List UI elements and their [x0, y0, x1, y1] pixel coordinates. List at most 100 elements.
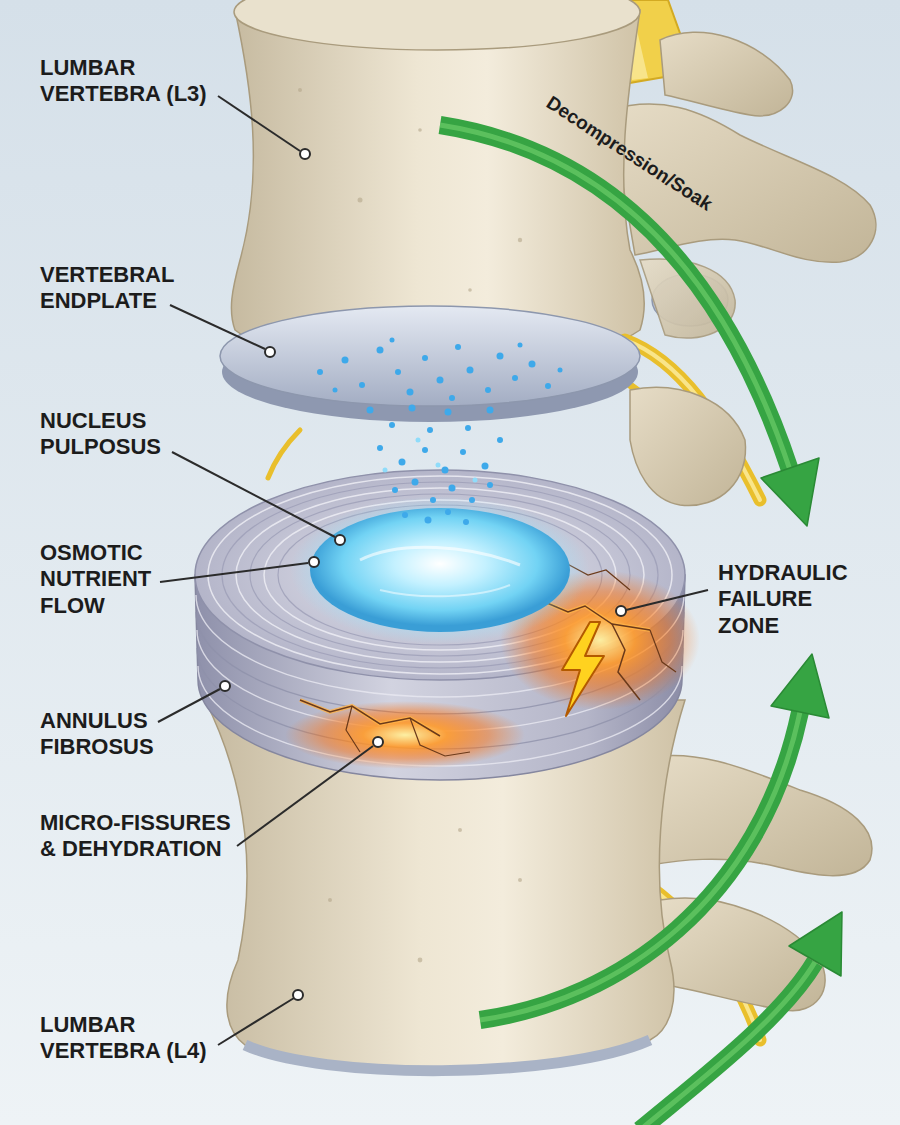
- l3-vertebral-body: [418, 128, 422, 132]
- nutrient-particles: [487, 407, 494, 414]
- nutrient-particles: [436, 463, 441, 468]
- nutrient-particles: [407, 389, 414, 396]
- facet-joint: [630, 387, 746, 505]
- leader-dots: [373, 737, 383, 747]
- micro-fissures: [612, 624, 640, 700]
- leader-dots: [335, 535, 345, 545]
- part-label: LUMBAR VERTEBRA (L4): [40, 1012, 230, 1065]
- leader-dots: [293, 990, 303, 1000]
- nutrient-particles: [383, 468, 388, 473]
- l4-vertebral-body: [518, 878, 522, 882]
- l3-vertebral-body: [358, 198, 363, 203]
- nutrient-particles: [333, 388, 338, 393]
- nucleus-pulposus: [380, 585, 510, 596]
- nutrient-particles: [342, 357, 349, 364]
- nutrient-particles: [482, 463, 489, 470]
- flow-arrows: [480, 712, 800, 1020]
- nutrient-particles: [529, 361, 536, 368]
- nutrient-particles: [430, 497, 436, 503]
- arrow-label: Decompression/Soak: [542, 92, 716, 216]
- nutrient-particles: [377, 445, 383, 451]
- leader-dots: [300, 149, 310, 159]
- lightning-symbol: [562, 622, 604, 716]
- leader-dots: [220, 149, 626, 1000]
- l3-vertebral-body: [518, 238, 522, 242]
- nutrient-particles: [399, 459, 406, 466]
- nutrient-particles: [487, 482, 493, 488]
- micro-fissures: [300, 700, 440, 736]
- nutrient-particles: [469, 497, 475, 503]
- nutrient-particles: [512, 375, 518, 381]
- nucleus-pulposus: [290, 496, 590, 644]
- l4-vertebral-body: [205, 700, 685, 1071]
- leader-lines: [626, 590, 708, 610]
- flow-arrows: [440, 125, 842, 1125]
- nutrient-particles: [467, 367, 474, 374]
- flow-arrows: [640, 962, 815, 1125]
- leader-dots: [616, 606, 626, 616]
- nutrient-particles: [497, 437, 503, 443]
- nucleus-pulposus: [310, 508, 570, 632]
- nutrient-particles: [445, 509, 451, 515]
- micro-fissures: [300, 700, 440, 736]
- micro-fissures: [650, 630, 676, 672]
- nutrient-particles: [449, 485, 456, 492]
- nutrient-particles: [402, 512, 408, 518]
- flow-arrows: [771, 654, 829, 718]
- nutrient-particles: [485, 387, 491, 393]
- facet-joint: [630, 387, 746, 505]
- leader-lines: [172, 452, 335, 537]
- nutrient-particles: [389, 422, 395, 428]
- flow-arrows: [640, 962, 815, 1125]
- l3-vertebral-body: [468, 288, 472, 292]
- nutrient-particles: [518, 343, 523, 348]
- flow-arrows: [440, 125, 790, 470]
- nutrient-particles: [392, 487, 398, 493]
- nutrient-particles: [455, 344, 461, 350]
- leader-dots: [265, 347, 275, 357]
- nutrient-particles: [442, 467, 449, 474]
- nutrient-particles: [377, 347, 384, 354]
- leader-dots: [309, 557, 319, 567]
- leader-dots: [220, 681, 230, 691]
- part-label: NUCLEUS PULPOSUS: [40, 408, 230, 461]
- leader-lines: [160, 563, 308, 582]
- nucleus-pulposus: [290, 496, 590, 644]
- part-label: VERTEBRAL ENDPLATE: [40, 262, 230, 315]
- part-label: MICRO-FISSURES & DEHYDRATION: [40, 810, 240, 863]
- l3-vertebral-body: [234, 0, 640, 50]
- part-label: HYDRAULIC FAILURE ZONE: [718, 560, 868, 639]
- nutrient-particles: [395, 369, 401, 375]
- l4-vertebral-body: [205, 700, 685, 1071]
- leader-lines: [170, 305, 265, 349]
- nutrient-particles: [449, 395, 455, 401]
- flow-arrows: [440, 125, 790, 470]
- annulus-fibrosus: [195, 470, 685, 780]
- nerve-roots: [268, 430, 300, 478]
- l3-posterior-elements: [660, 32, 793, 116]
- nutrient-particles: [437, 377, 444, 384]
- leader-lines: [218, 96, 300, 151]
- nutrient-particles: [427, 427, 433, 433]
- leader-lines: [218, 998, 294, 1045]
- l4-posterior-elements: [640, 755, 872, 1010]
- flow-arrows: [761, 458, 819, 526]
- nutrient-particles: [359, 382, 365, 388]
- nutrient-particles: [425, 517, 432, 524]
- lightning-symbol: [562, 622, 604, 716]
- nutrient-particles: [416, 438, 421, 443]
- nutrient-particles: [390, 338, 395, 343]
- nutrient-particles: [317, 338, 563, 526]
- vertebral-endplate: [220, 306, 640, 422]
- part-label: ANNULUS FIBROSUS: [40, 708, 230, 761]
- failure-glow: [285, 701, 525, 769]
- leader-lines: [237, 746, 373, 846]
- nutrient-particles: [545, 383, 551, 389]
- nutrient-particles: [463, 519, 469, 525]
- micro-fissures: [346, 706, 360, 752]
- nutrient-particles: [465, 425, 471, 431]
- nutrient-particles: [422, 447, 428, 453]
